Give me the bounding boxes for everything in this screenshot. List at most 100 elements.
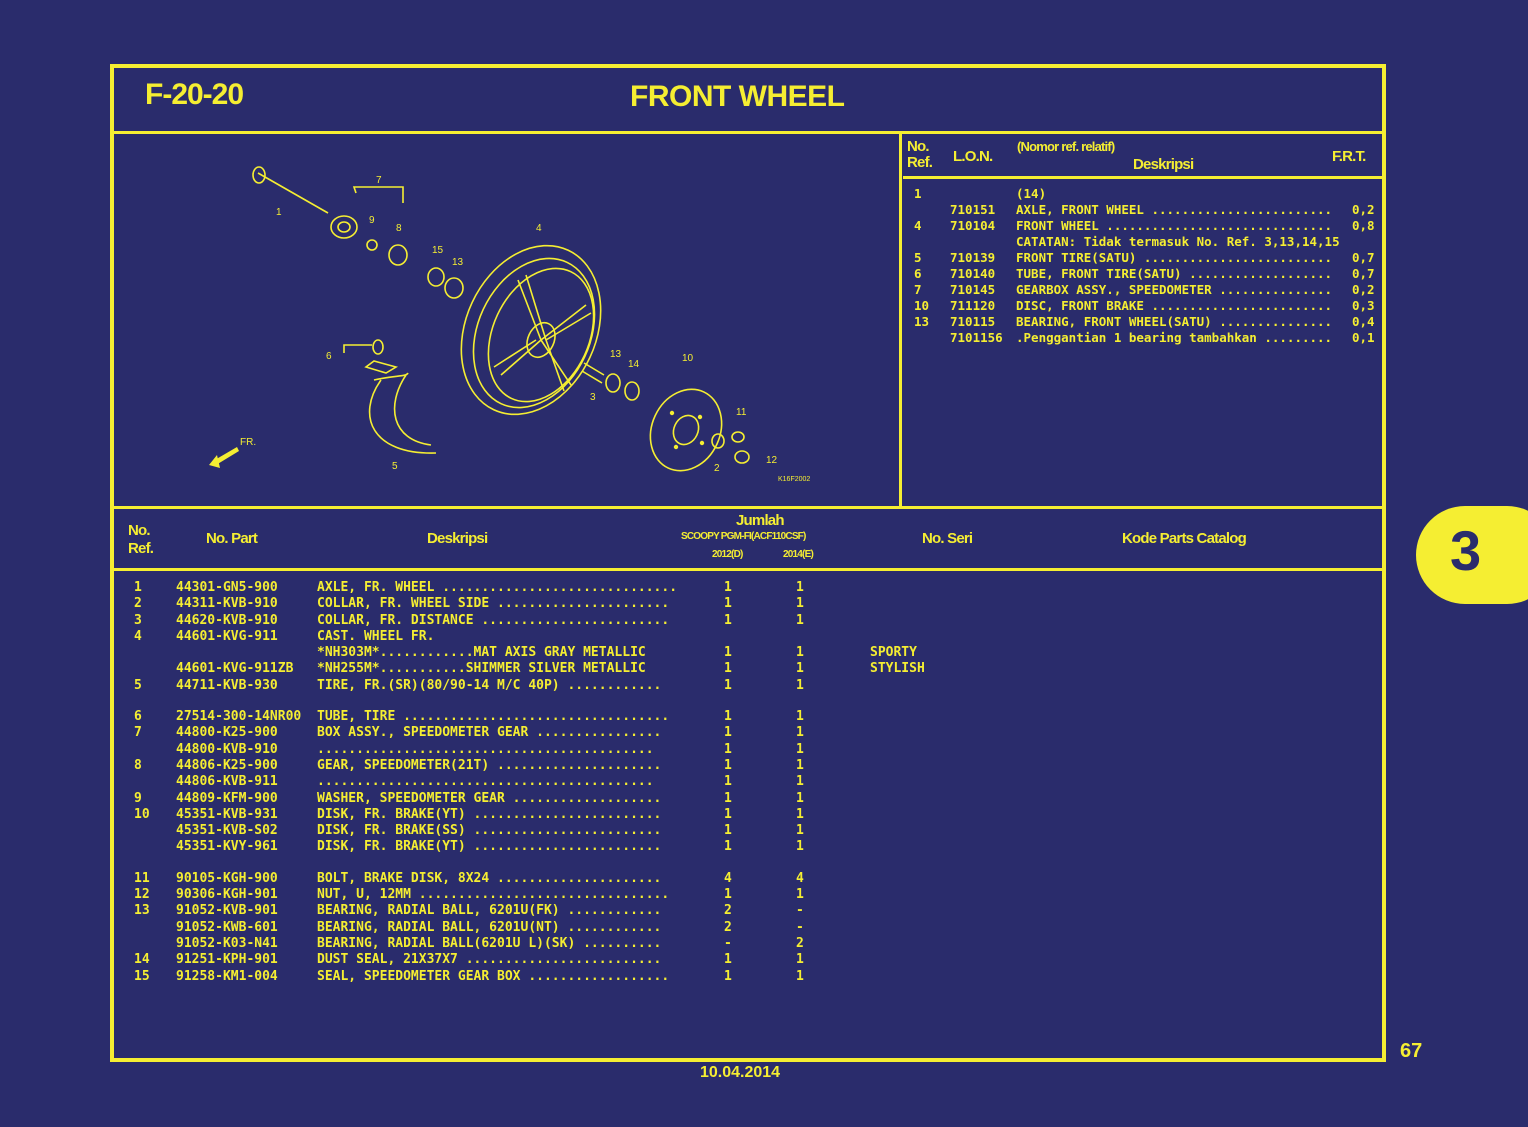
qty-2012: 1 (724, 580, 732, 595)
part-ref: 3 (134, 612, 142, 628)
callout-labels: 1 7 9 8 4 15 13 6 13 14 3 10 11 2 12 5 F… (240, 175, 810, 483)
section-tab: 3 (1416, 506, 1528, 604)
part-ref: 4 (134, 628, 142, 644)
parts-col-part: No. Part (206, 530, 258, 547)
part-number: 44311-KVB-910 (176, 596, 278, 612)
callout-label: 7 (376, 175, 382, 186)
qty-2014: 1 (796, 580, 804, 595)
part-number: 44800-KVB-910 (176, 741, 278, 757)
qty-2014: 1 (796, 725, 804, 741)
lon-col-desc-note: (Nomor ref. relatif) (1017, 139, 1115, 154)
qty-2014: 1 (796, 887, 804, 903)
part-ref: 5 (134, 677, 142, 693)
lon-frt: 0,8 (1352, 218, 1375, 233)
qty-2014: 1 (796, 741, 804, 757)
serial-no: SPORTY (870, 645, 917, 661)
qty-2012: 1 (724, 741, 732, 757)
part-number: 91052-KVB-901 (176, 903, 278, 919)
lon-col-lon: L.O.N. (953, 148, 993, 165)
row-gap (120, 856, 940, 871)
lon-row: 1(14) (906, 186, 1376, 202)
part-ref: 13 (134, 903, 150, 919)
bolt-nut-part (711, 431, 750, 464)
qty-2014: - (796, 903, 804, 919)
part-ref: 7 (134, 725, 142, 741)
part-number: 45351-KVB-931 (176, 806, 278, 822)
qty-2014: 1 (796, 790, 804, 806)
parts-col-serial: No. Seri (922, 530, 973, 547)
qty-2012: 1 (724, 774, 732, 790)
part-desc: COLLAR, FR. WHEEL SIDE .................… (317, 596, 670, 612)
brake-disk-part (649, 388, 723, 472)
lon-frt: 0,1 (1352, 330, 1375, 345)
part-desc: TUBE, TIRE .............................… (317, 709, 670, 725)
lon-desc: .Penggantian 1 bearing tambahkan .......… (1016, 330, 1333, 345)
part-ref: 2 (134, 596, 142, 612)
lon-desc: TUBE, FRONT TIRE(SATU) .................… (1016, 266, 1333, 281)
part-desc: GEAR, SPEEDOMETER(21T) .................… (317, 757, 662, 773)
table-row: 6 27514-300-14NR00 TUBE, TIRE ............… (120, 709, 940, 725)
callout-label: 14 (628, 359, 640, 370)
lon-frt: 0,2 (1352, 282, 1375, 297)
part-ref: 9 (134, 790, 142, 806)
lon-ref: 1 (914, 186, 922, 201)
callout-label: 9 (369, 215, 375, 226)
lon-ref: 4 (914, 218, 922, 233)
qty-2012: 1 (724, 677, 732, 693)
callout-label: 8 (396, 223, 402, 234)
row-gap (120, 694, 940, 709)
parts-model: SCOOPY PGM-FI(ACF110CSF) (681, 531, 806, 542)
callout-label: 3 (590, 392, 596, 403)
qty-2012: 1 (724, 596, 732, 612)
part-number: 90306-KGH-901 (176, 887, 278, 903)
part-number: 44711-KVB-930 (176, 677, 278, 693)
part-desc: TIRE, FR.(SR)(80/90-14 M/C 40P) ........… (317, 677, 662, 693)
front-wheel-part (460, 244, 602, 416)
callout-label: 2 (714, 463, 720, 474)
part-number: 27514-300-14NR00 (176, 709, 302, 725)
parts-col-ref: No. Ref. (128, 522, 154, 557)
part-desc: NUT, U, 12MM ...........................… (317, 887, 670, 903)
part-desc: BEARING, RADIAL BALL(6201U L)(SK) ......… (317, 935, 662, 951)
diagram-stamp: K16F2002 (778, 476, 810, 483)
qty-2012: 1 (724, 968, 732, 984)
qty-2014: 1 (796, 596, 804, 612)
page-title: FRONT WHEEL (630, 80, 845, 113)
part-desc: ........................................… (317, 741, 654, 757)
part-desc: WASHER, SPEEDOMETER GEAR ...............… (317, 790, 662, 806)
part-desc: CAST. WHEEL FR. (317, 628, 435, 644)
qty-2012: 2 (724, 919, 732, 935)
part-desc: BOX ASSY., SPEEDOMETER GEAR ............… (317, 725, 662, 741)
qty-2012: 1 (724, 806, 732, 822)
part-ref: 10 (134, 806, 150, 822)
part-desc: *NH255M*...........SHIMMER SILVER METALL… (317, 661, 646, 677)
qty-2012: 1 (724, 790, 732, 806)
lon-frt: 0,4 (1352, 314, 1375, 329)
distance-collar-part (581, 362, 640, 401)
parts-year1: 2012(D) (712, 549, 743, 560)
qty-2012: 1 (724, 757, 732, 773)
header-divider (113, 131, 1383, 134)
lon-code: 710140 (950, 266, 996, 281)
lon-col-desc: Deskripsi (1133, 156, 1194, 173)
part-ref: 6 (134, 709, 142, 725)
table-row: 4 44601-KVG-911 CAST. WHEEL FR. (120, 629, 940, 645)
part-number: 44601-KVG-911 (176, 628, 278, 644)
part-ref: 8 (134, 757, 142, 773)
lon-ref: 13 (914, 314, 930, 329)
lon-frt: 0,7 (1352, 266, 1375, 281)
qty-2014: 1 (796, 806, 804, 822)
qty-2012: 1 (724, 612, 732, 628)
qty-2012: 1 (724, 645, 732, 661)
lon-code: 710115 (950, 314, 996, 329)
lon-code: 711120 (950, 298, 996, 313)
part-number: 91052-KWB-601 (176, 919, 278, 935)
